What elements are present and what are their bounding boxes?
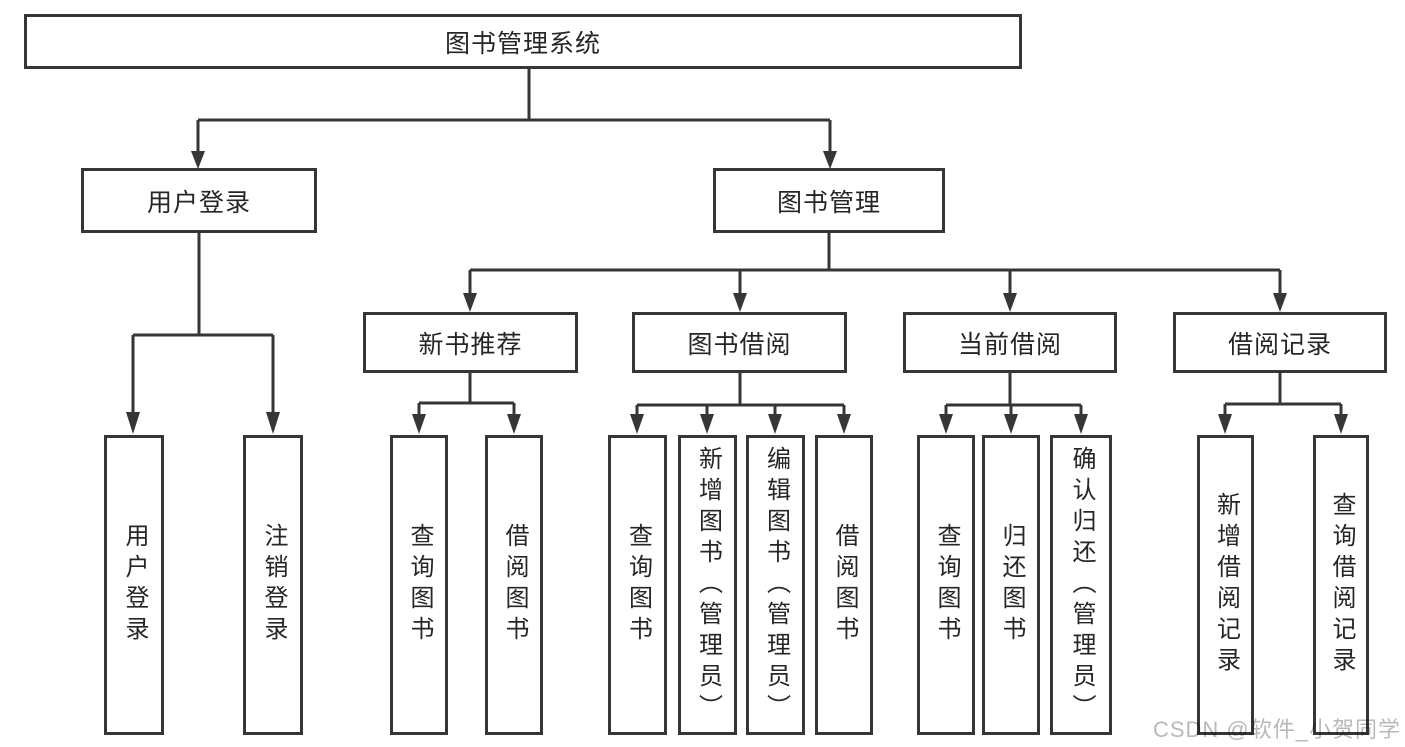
node-label: 确认归还（管理员） <box>1068 445 1095 725</box>
node-label: 注销登录 <box>260 523 287 647</box>
leaf-user-login: 用户登录 <box>104 435 164 735</box>
node-current-borrow: 当前借阅 <box>903 312 1117 373</box>
node-library-management-system: 图书管理系统 <box>24 14 1022 69</box>
node-label: 查询图书 <box>406 523 433 647</box>
node-label: 借阅图书 <box>501 523 528 647</box>
node-book-management: 图书管理 <box>713 168 945 233</box>
leaf-return-book: 归还图书 <box>982 435 1040 735</box>
node-label: 新书推荐 <box>418 330 523 359</box>
node-label: 查询图书 <box>624 523 652 647</box>
leaf-query-books-recommend: 查询图书 <box>390 435 448 735</box>
node-label: 查询借阅记录 <box>1328 492 1355 678</box>
node-label: 查询图书 <box>933 523 960 647</box>
leaf-borrow-books-recommend: 借阅图书 <box>485 435 543 735</box>
node-user-login: 用户登录 <box>81 168 317 233</box>
node-label: 图书管理系统 <box>444 29 601 58</box>
node-book-borrow: 图书借阅 <box>632 312 847 373</box>
leaf-query-books-current: 查询图书 <box>917 435 975 735</box>
node-label: 借阅图书 <box>831 523 858 647</box>
node-label: 用户登录 <box>121 523 148 647</box>
leaf-query-books-borrow: 查询图书 <box>608 435 667 735</box>
node-label: 借阅记录 <box>1227 330 1332 359</box>
leaf-add-book-admin: 新增图书（管理员） <box>678 435 737 735</box>
leaf-add-borrow-record: 新增借阅记录 <box>1197 435 1254 735</box>
node-label: 图书管理 <box>776 188 881 217</box>
node-borrow-records: 借阅记录 <box>1173 312 1387 373</box>
leaf-confirm-return-admin: 确认归还（管理员） <box>1050 435 1112 735</box>
leaf-logout-login: 注销登录 <box>243 435 303 735</box>
node-new-book-recommend: 新书推荐 <box>363 312 578 373</box>
node-label: 图书借阅 <box>687 330 792 359</box>
node-label: 编辑图书（管理员） <box>762 445 790 725</box>
node-label: 新增借阅记录 <box>1212 492 1240 678</box>
leaf-query-borrow-record: 查询借阅记录 <box>1313 435 1369 735</box>
leaf-edit-book-admin: 编辑图书（管理员） <box>746 435 805 735</box>
node-label: 用户登录 <box>146 188 251 217</box>
leaf-borrow-books-borrow: 借阅图书 <box>815 435 873 735</box>
node-label: 归还图书 <box>998 523 1025 647</box>
node-label: 当前借阅 <box>957 330 1062 359</box>
node-label: 新增图书（管理员） <box>694 445 722 725</box>
csdn-watermark: CSDN @软件_小贺同学 <box>1152 717 1401 742</box>
